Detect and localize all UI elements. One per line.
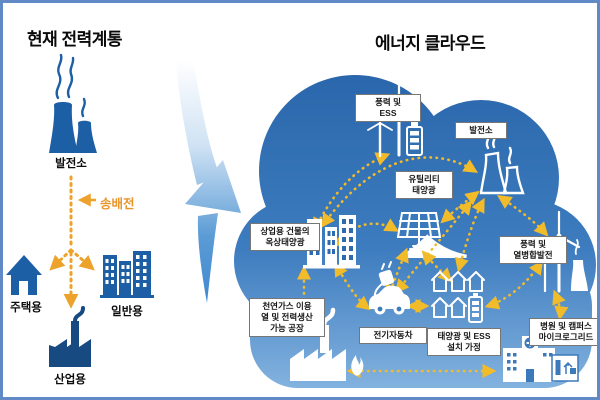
transmission-label: 송배전 — [100, 197, 135, 211]
label-wind-chp: 풍력 및 열병합발전 — [499, 236, 567, 265]
label-solar-ess-home: 태양광 및 ESS 설치 가정 — [427, 328, 501, 357]
label-gas-factory: 천연가스 이용 열 및 전력생산 가능 공장 — [249, 298, 325, 338]
label-wind-ess: 풍력 및 ESS — [355, 94, 421, 123]
hospital-icon — [503, 336, 579, 382]
diagram-artwork — [6, 53, 596, 388]
general-label: 일반용 — [111, 306, 143, 318]
buildings-icon — [100, 251, 154, 298]
ev-car-icon — [369, 261, 410, 315]
factory-icon — [49, 306, 91, 367]
plant-label: 발전소 — [55, 158, 87, 170]
label-utility-solar: 유틸리티 태양광 — [395, 171, 453, 200]
mesh-arrows — [296, 152, 569, 379]
flame-icon — [351, 355, 364, 376]
microgrid-panel-icon — [551, 354, 579, 382]
charging-plug-icon — [373, 261, 395, 300]
label-hospital-microgrid: 병원 및 캠퍼스 마이크로그리드 — [529, 318, 597, 347]
house-icon — [6, 255, 42, 295]
left-flow-arrows — [49, 175, 95, 309]
cloud-panel-title: 에너지 클라우드 — [375, 34, 486, 53]
label-cloud-plant: 발전소 — [455, 122, 507, 140]
industrial-label: 산업용 — [54, 374, 86, 386]
utility-solar-icon — [396, 212, 442, 250]
label-commercial-rooftop: 상업용 건물의 옥상태양광 — [250, 223, 320, 252]
left-panel-title: 현재 전력계통 — [27, 30, 123, 49]
power-plant-icon — [49, 53, 97, 153]
residential-label: 주택용 — [10, 302, 42, 314]
solar-home-icon — [431, 271, 485, 323]
label-ev: 전기자동차 — [359, 327, 427, 345]
transition-arrow — [176, 60, 241, 303]
